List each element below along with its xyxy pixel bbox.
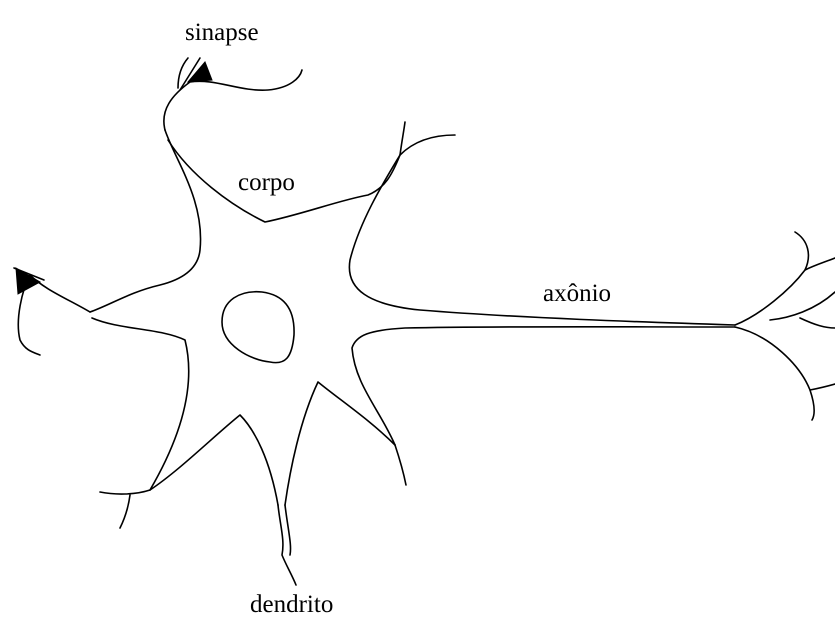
upper-right-dendrite-branch xyxy=(400,122,405,155)
bottom-dendrite-branch xyxy=(285,505,291,555)
axon-terminal-mid-2 xyxy=(800,318,835,328)
axon-terminal-upper-2 xyxy=(805,258,835,270)
nucleus xyxy=(222,292,294,363)
top-dendrite xyxy=(164,70,302,130)
label-sinapse: sinapse xyxy=(185,19,259,46)
lower-left-dendrite xyxy=(100,490,150,494)
label-dendrito: dendrito xyxy=(250,591,333,618)
soma-left-lower-edge xyxy=(92,318,189,490)
label-axonio: axônio xyxy=(543,280,611,307)
soma-bottom-edge xyxy=(150,415,278,505)
top-dendrite-branch xyxy=(178,58,188,88)
lower-left-dendrite-branch xyxy=(120,495,130,528)
soma-right-mid-edge xyxy=(352,327,735,445)
synapse-left-marker xyxy=(16,268,40,294)
label-corpo: corpo xyxy=(238,169,295,196)
soma-top-left-edge xyxy=(90,130,201,312)
lower-right-dendrite xyxy=(395,445,406,485)
axon-terminal-lower-2 xyxy=(810,384,835,390)
axon-terminal-lower xyxy=(735,327,814,420)
soma-right-lower-edge xyxy=(285,382,395,505)
upper-right-dendrite xyxy=(400,135,455,155)
axon-terminal-upper xyxy=(735,232,808,325)
